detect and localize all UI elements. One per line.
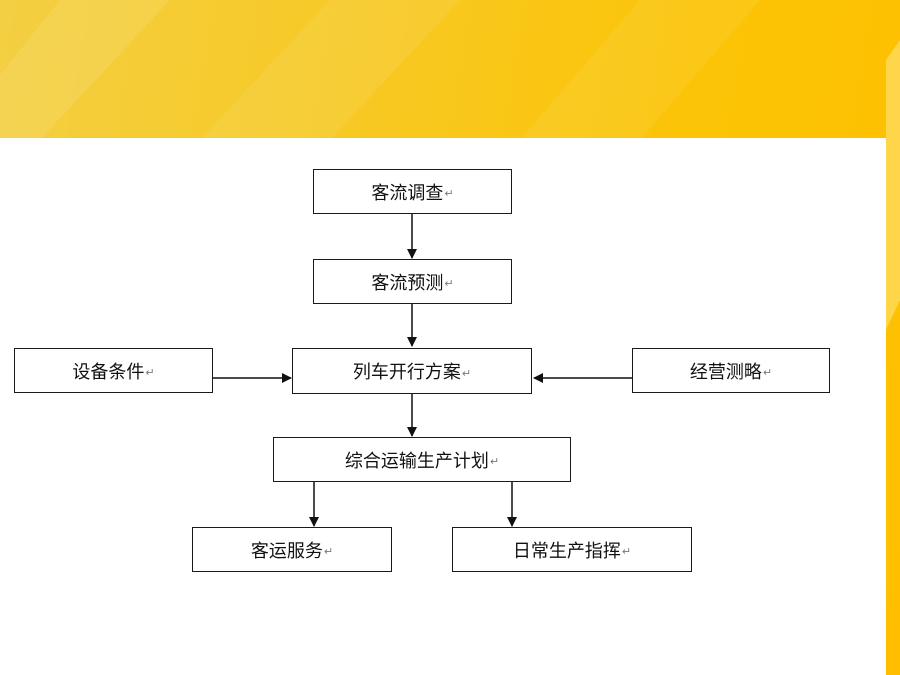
node-daily-production-command: 日常生产指挥↵ — [452, 527, 692, 572]
return-mark: ↵ — [444, 277, 454, 290]
return-mark: ↵ — [489, 455, 500, 468]
return-mark: ↵ — [145, 366, 155, 379]
node-label: 客流调查 — [371, 182, 444, 204]
node-passenger-survey: 客流调查↵ — [313, 169, 512, 214]
return-mark: ↵ — [621, 545, 632, 558]
node-label: 列车开行方案 — [352, 362, 461, 383]
return-mark: ↵ — [444, 187, 454, 200]
node-equipment-conditions: 设备条件↵ — [14, 348, 213, 393]
return-mark: ↵ — [762, 366, 773, 379]
node-label: 客流预测 — [371, 272, 444, 294]
node-train-operation-plan: 列车开行方案↵ — [292, 348, 532, 394]
return-mark: ↵ — [323, 545, 334, 558]
node-label: 设备条件 — [72, 361, 145, 383]
node-passenger-service: 客运服务↵ — [192, 527, 392, 572]
node-label: 客运服务 — [250, 540, 323, 562]
return-mark: ↵ — [461, 366, 472, 380]
node-label: 日常生产指挥 — [512, 540, 621, 562]
node-label: 经营测略 — [689, 361, 762, 383]
node-label: 综合运输生产计划 — [344, 450, 489, 472]
node-production-plan: 综合运输生产计划↵ — [273, 437, 571, 482]
node-business-strategy: 经营测略↵ — [632, 348, 830, 393]
content-panel — [0, 138, 886, 675]
node-passenger-forecast: 客流预测↵ — [313, 259, 512, 304]
